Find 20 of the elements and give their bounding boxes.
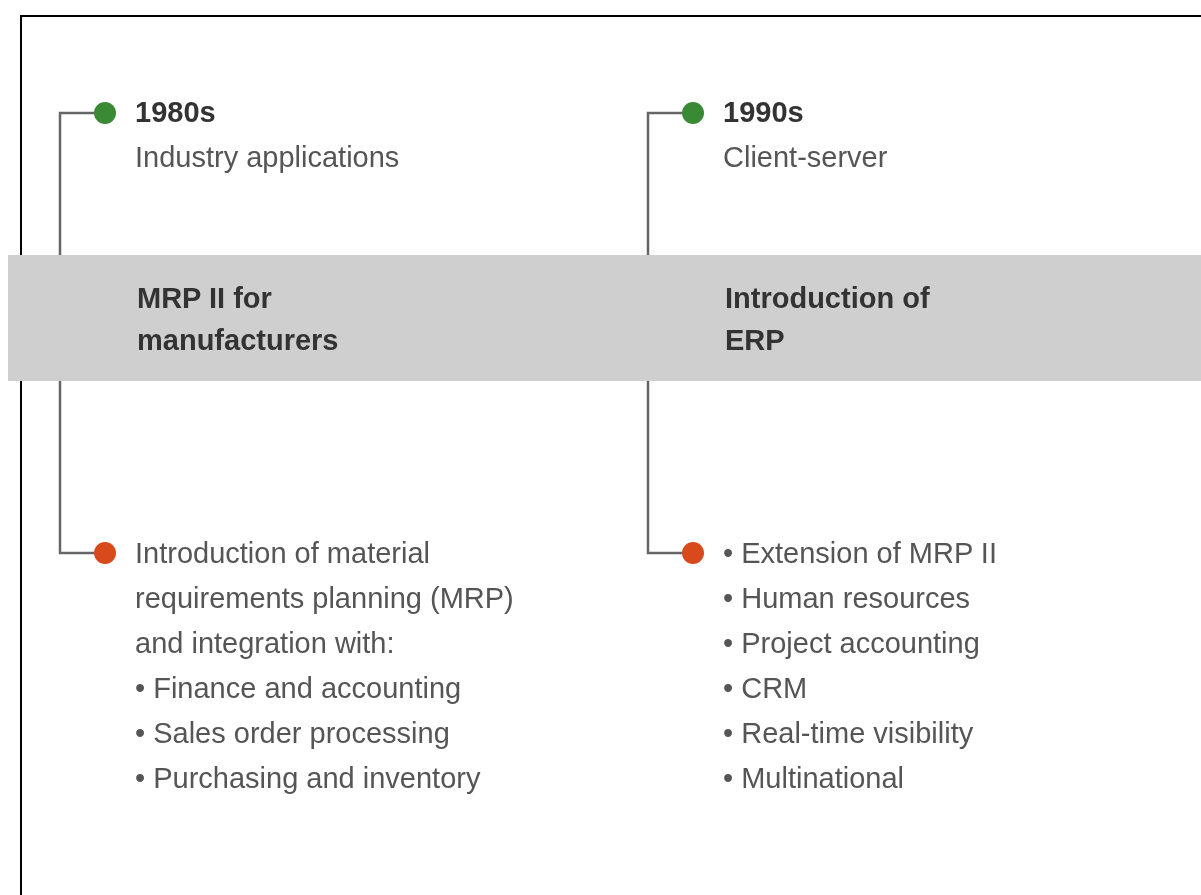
feature-item: • Project accounting <box>723 626 980 661</box>
decade-label: 1980s <box>135 95 216 130</box>
milestone-dot <box>682 542 704 564</box>
milestone-dot <box>94 102 116 124</box>
feature-item: • Purchasing and inventory <box>135 761 481 796</box>
feature-item: • Multinational <box>723 761 905 796</box>
feature-item: • Finance and accounting <box>135 671 462 706</box>
feature-item: • Extension of MRP II <box>723 536 997 571</box>
milestone-dot <box>682 102 704 124</box>
feature-item: • Human resources <box>723 581 971 616</box>
era-heading: MRP II for manufacturers <box>137 281 340 358</box>
feature-item: • CRM <box>723 671 808 706</box>
decade-label: 1990s <box>723 95 804 130</box>
feature-item: • Sales order processing <box>135 716 450 751</box>
milestone-dot <box>94 542 116 564</box>
era-description: Client-server <box>723 140 888 175</box>
era-heading: Introduction of ERP <box>725 281 931 358</box>
era-description: Industry applications <box>135 140 400 175</box>
feature-item: • Real-time visibility <box>723 716 974 751</box>
feature-item: Introduction of material requirements planning (MRP) and integration with: <box>135 536 515 661</box>
